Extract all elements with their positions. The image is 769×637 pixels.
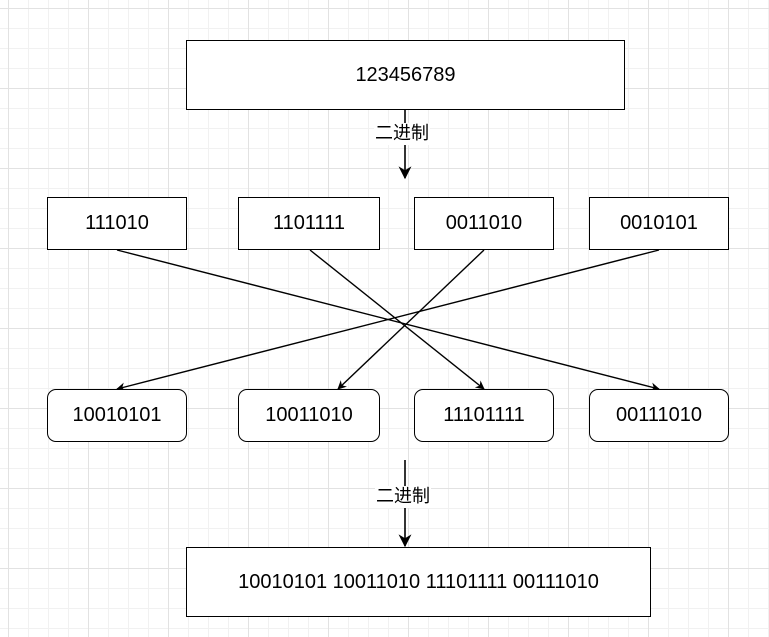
chunk-box-3: 0011010 (414, 197, 554, 250)
reordered-box-2: 10011010 (238, 389, 380, 442)
swap-arrow-0010101 (116, 249, 660, 392)
reordered-box-4: 00111010 (589, 389, 729, 442)
chunk-box-2: 1101111 (238, 197, 380, 250)
chunk-box-4: 0010101 (589, 197, 729, 250)
binary-label-bottom: 二进制 (375, 486, 431, 508)
input-number-box: 123456789 (186, 40, 625, 110)
swap-arrow-0011010 (337, 249, 485, 390)
binary-label-top: 二进制 (374, 123, 430, 145)
swap-arrow-1101111 (309, 249, 485, 390)
reordered-box-1: 10010101 (47, 389, 187, 442)
chunk-box-1: 111010 (47, 197, 187, 250)
reordered-box-3: 11101111 (414, 389, 554, 442)
result-box: 10010101 10011010 11101111 00111010 (186, 547, 651, 617)
